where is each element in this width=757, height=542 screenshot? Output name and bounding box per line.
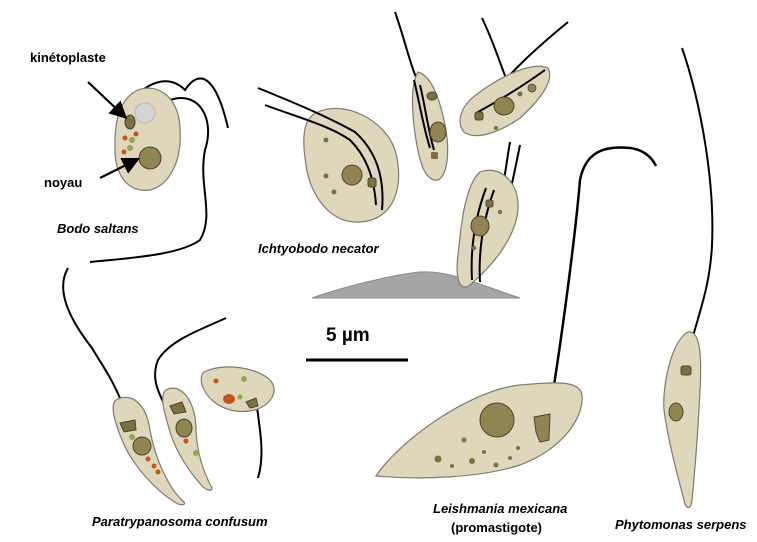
ichtyobodo-kinetoplast (475, 112, 483, 120)
ichtyobodo-cell-upper-right (460, 18, 568, 136)
bodo-kinetoplast (125, 115, 135, 129)
granule (494, 126, 498, 130)
paratrypanosoma-nucleus (176, 419, 192, 437)
leishmania-nucleus (480, 403, 514, 437)
ichtyobodo-cell-thin (395, 12, 448, 180)
phytomonas-cell (664, 48, 713, 508)
paratrypanosoma-body (201, 367, 274, 412)
granule (129, 434, 135, 440)
granule (134, 132, 139, 137)
kinetoplaste-arrow (88, 82, 124, 116)
granule (462, 438, 467, 443)
granule (223, 394, 235, 404)
ichtyobodo-nucleus (471, 216, 489, 236)
ichtyobodo-cell-large (258, 88, 399, 222)
bodo-vacuole (135, 103, 155, 123)
ichtyobodo-necator-label: Ichtyobodo necator (258, 242, 379, 255)
granule (516, 446, 520, 450)
paratrypanosoma-label: Paratrypanosoma confusum (92, 515, 268, 528)
phytomonas-nucleus (669, 403, 683, 421)
granule (129, 137, 135, 143)
granule (472, 246, 476, 250)
granule (498, 210, 502, 214)
granule (528, 84, 536, 92)
granule (238, 395, 243, 400)
phytomonas-label: Phytomonas serpens (615, 518, 747, 531)
granule (450, 464, 454, 468)
granule (127, 145, 133, 151)
paratrypanosoma-group (63, 268, 274, 505)
paratrypanosoma-flagellum (63, 268, 120, 398)
granule (156, 470, 161, 475)
ichtyobodo-flagellum (395, 12, 418, 82)
phytomonas-flagellum (682, 48, 712, 340)
leishmania-body (376, 383, 582, 478)
ichtyobodo-kinetoplast (427, 92, 437, 100)
scale-bar-label: 5 µm (326, 326, 370, 345)
granule (431, 152, 438, 159)
granule (146, 457, 151, 462)
ichtyobodo-nucleus (494, 97, 514, 115)
kinetoplaste-label: kinétoplaste (30, 51, 106, 64)
paratrypanosoma-flagellum (256, 400, 262, 478)
granule (435, 456, 442, 463)
ichtyobodo-nucleus (342, 165, 362, 185)
granule (152, 464, 157, 469)
leishmania-label: Leishmania mexicana (433, 502, 567, 515)
bodo-nucleus (139, 147, 161, 169)
paratrypanosoma-nucleus (133, 437, 151, 455)
granule (214, 379, 219, 384)
granule (324, 174, 329, 179)
granule (482, 450, 486, 454)
noyau-label: noyau (44, 176, 82, 189)
granule (508, 456, 512, 460)
granule (494, 463, 499, 468)
phytomonas-body (664, 332, 701, 508)
phytomonas-kinetoplast (681, 366, 691, 375)
ichtyobodo-nucleus (430, 122, 446, 142)
granule (518, 92, 523, 97)
substrate (312, 272, 520, 298)
bodo-saltans-label: Bodo saltans (57, 222, 139, 235)
ichtyobodo-kinetoplast (486, 200, 493, 207)
granule (184, 439, 189, 444)
ichtyobodo-kinetoplast (368, 178, 376, 187)
granule (123, 136, 128, 141)
granule (193, 450, 199, 456)
granule (324, 138, 329, 143)
granule (332, 190, 337, 195)
promastigote-label: (promastigote) (451, 521, 542, 534)
leishmania-flagellum (550, 147, 656, 410)
granule (469, 458, 475, 464)
granule (241, 376, 247, 382)
granule (122, 150, 127, 155)
